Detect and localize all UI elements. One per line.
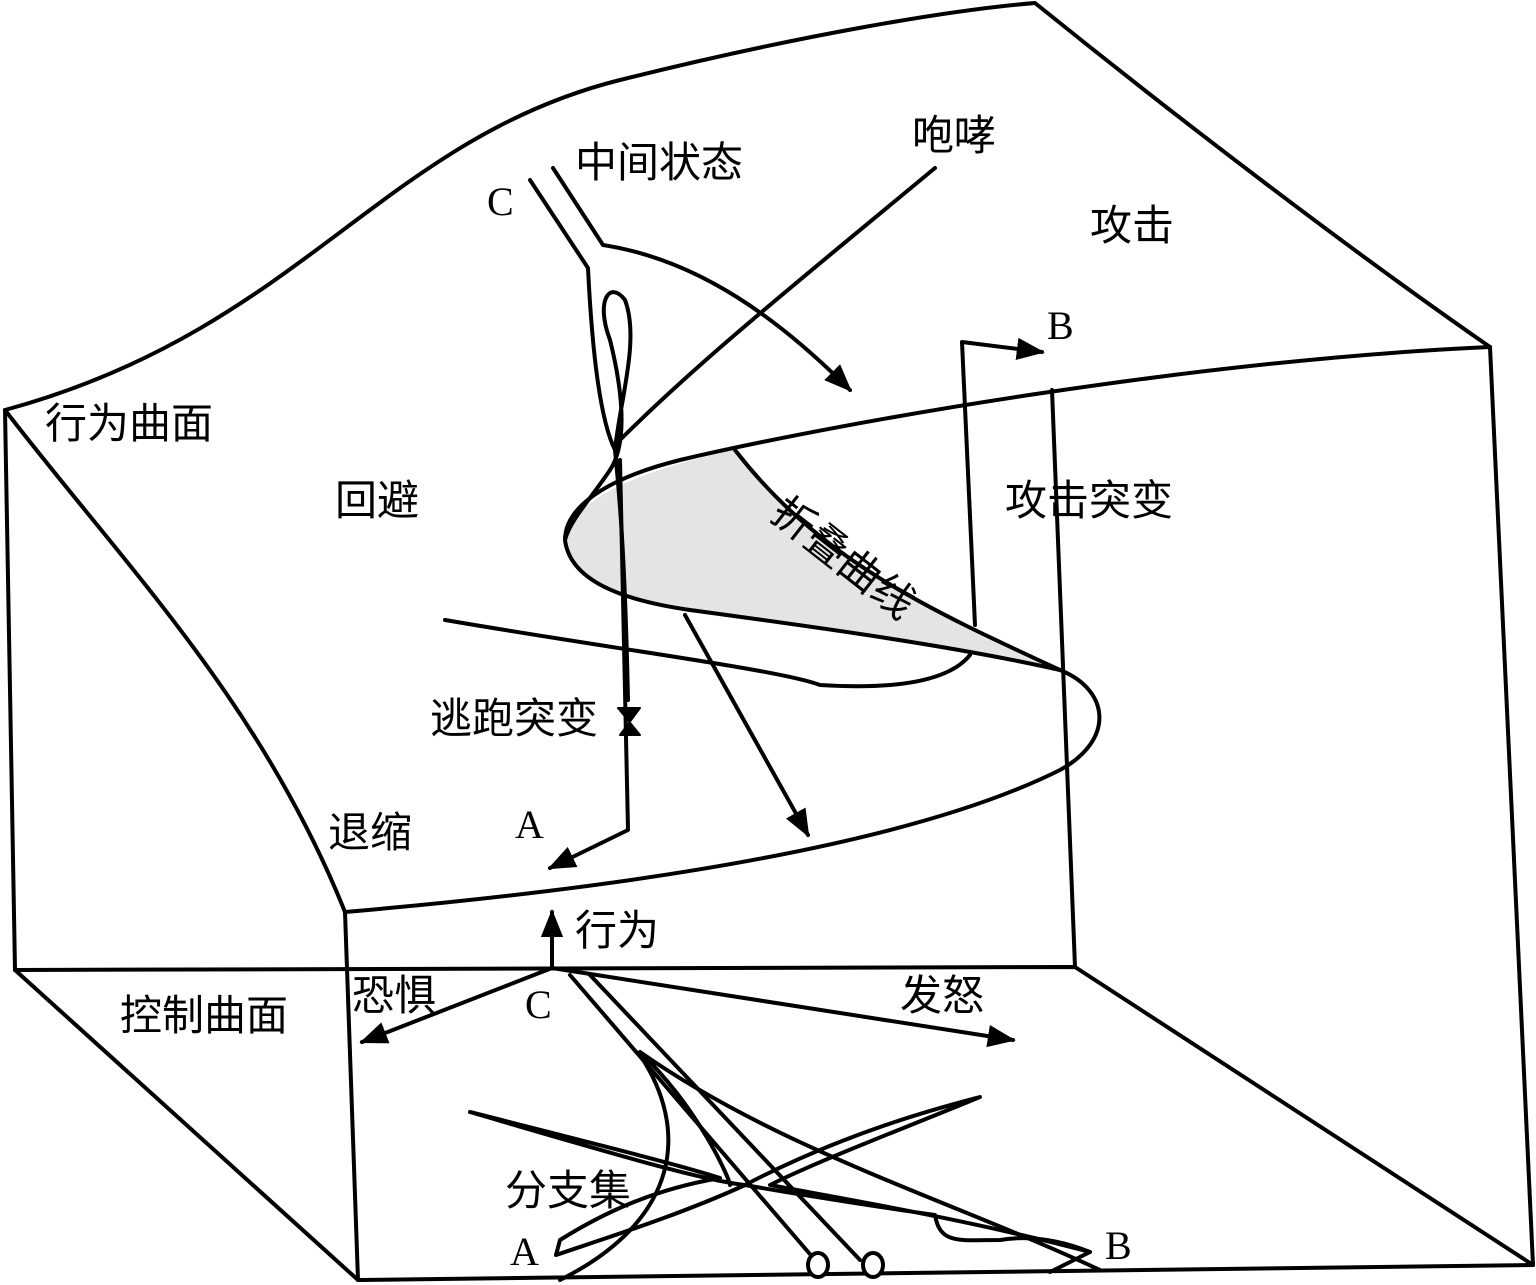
front-left-curve — [3, 408, 347, 914]
point-c-top: C — [487, 179, 514, 224]
middle-arrow — [683, 613, 810, 838]
path-c-left — [528, 178, 630, 702]
label-behavior-surface: 行为曲面 — [45, 399, 214, 448]
top-surface-edge — [3, 1, 1492, 412]
lower-sheet-edge — [343, 668, 1102, 914]
attack-path — [960, 337, 1045, 627]
left-edge — [3, 408, 17, 972]
bottom-front-edge — [356, 1263, 1535, 1282]
anger-axis — [550, 966, 1016, 1048]
fold-shade — [565, 450, 1060, 670]
label-anger: 发怒 — [900, 971, 985, 1020]
control-left-edge — [13, 968, 360, 1282]
right-edge — [1488, 345, 1535, 1267]
loop — [563, 290, 633, 542]
label-attack: 攻击 — [1090, 201, 1175, 250]
point-c-origin: C — [525, 982, 552, 1027]
flee-marker — [617, 707, 641, 736]
upper-sheet-edge — [563, 345, 1492, 672]
flee-path — [547, 458, 630, 870]
label-attack-catastrophe: 攻击突变 — [1005, 476, 1174, 525]
label-control-surface: 控制曲面 — [120, 991, 289, 1040]
label-intermediate: 中间状态 — [575, 138, 744, 187]
roar-line — [618, 166, 937, 442]
trajectory-end-1 — [806, 1251, 830, 1279]
fold-curve — [733, 448, 1062, 672]
label-avoid: 回避 — [335, 476, 420, 525]
trajectory-end-2 — [861, 1251, 885, 1279]
label-flee-catastrophe: 逃跑突变 — [430, 694, 599, 743]
branch-arc — [558, 1053, 671, 1282]
label-fear: 恐惧 — [352, 971, 437, 1020]
point-a-top: A — [515, 802, 544, 847]
label-retreat: 退缩 — [328, 808, 413, 857]
front-vertical-edge — [343, 910, 360, 1282]
path-c-right — [551, 166, 852, 392]
point-a-bottom: A — [510, 1229, 539, 1274]
label-behavior-axis: 行为 — [575, 906, 660, 955]
label-roar: 咆哮 — [912, 111, 997, 160]
trajectory-lines — [568, 973, 862, 1262]
label-bifurcation-set: 分支集 — [505, 1166, 632, 1215]
point-b-top: B — [1047, 303, 1074, 348]
middle-sheet-line — [443, 618, 972, 689]
inner-vertical — [1050, 388, 1077, 969]
point-b-bottom: B — [1105, 1223, 1132, 1268]
fear-axis — [359, 966, 554, 1044]
